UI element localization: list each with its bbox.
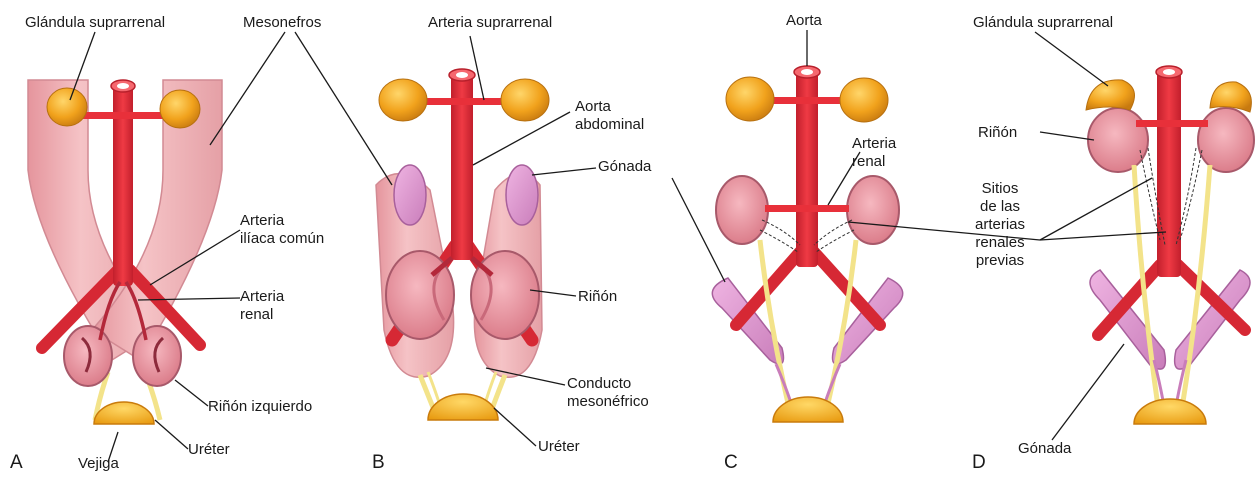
adrenal-right-b xyxy=(501,79,549,121)
label-gonad-b: Gónada xyxy=(598,158,651,175)
label-abdominal-aorta-line2: abdominal xyxy=(575,116,644,133)
panel-b-art xyxy=(376,69,549,420)
label-kidney-b: Riñón xyxy=(578,288,617,305)
kidney-left-a xyxy=(64,326,112,386)
panel-letter-d: D xyxy=(972,452,986,474)
label-aorta-c: Aorta xyxy=(786,12,822,29)
gonad-right-b xyxy=(506,165,538,225)
label-renal-artery-c-line2: renal xyxy=(852,153,885,170)
label-mesonephric-duct-line2: mesonéfrico xyxy=(567,393,649,410)
label-previous-sites-line5: previas xyxy=(960,252,1040,269)
label-adrenal-gland-a: Glándula suprarrenal xyxy=(25,14,165,31)
label-left-kidney: Riñón izquierdo xyxy=(208,398,312,415)
kidney-left-c xyxy=(716,176,768,244)
label-adrenal-gland-d: Glándula suprarrenal xyxy=(973,14,1113,31)
panel-d-art xyxy=(1086,66,1254,424)
panel-a-art xyxy=(28,80,222,424)
kidney-right-c xyxy=(847,176,899,244)
gonad-left-b xyxy=(394,165,426,225)
label-kidney-d: Riñón xyxy=(978,124,1017,141)
label-previous-sites-line4: renales xyxy=(960,234,1040,251)
adrenal-right-a xyxy=(160,90,200,128)
label-previous-sites-line2: de las xyxy=(960,198,1040,215)
adrenal-left-c xyxy=(726,77,774,121)
label-previous-sites-line1: Sitios xyxy=(960,180,1040,197)
adrenal-right-c xyxy=(840,78,888,122)
label-mesonephros: Mesonefros xyxy=(243,14,321,31)
kidney-right-d xyxy=(1198,108,1254,172)
panel-letter-a: A xyxy=(10,452,23,474)
gonad-left-d xyxy=(1090,270,1165,369)
bladder-a xyxy=(94,402,154,424)
kidney-right-a xyxy=(133,326,181,386)
kidney-left-d xyxy=(1088,108,1148,172)
label-adrenal-artery: Arteria suprarrenal xyxy=(428,14,552,31)
mesonephros-right xyxy=(92,80,222,360)
label-gonad-d: Gónada xyxy=(1018,440,1071,457)
adrenal-left-b xyxy=(379,79,427,121)
label-renal-artery-c-line1: Arteria xyxy=(852,135,896,152)
adrenal-left-a xyxy=(47,88,87,126)
label-renal-artery-a-line1: Arteria xyxy=(240,288,284,305)
label-iliac-artery-line1: Arteria xyxy=(240,212,284,229)
panel-letter-c: C xyxy=(724,452,738,474)
adrenal-left-d xyxy=(1086,80,1135,110)
label-ureter-b: Uréter xyxy=(538,438,580,455)
label-iliac-artery-line2: ilíaca común xyxy=(240,230,324,247)
label-ureter-a: Uréter xyxy=(188,441,230,458)
panel-letter-b: B xyxy=(372,452,385,474)
aorta-d xyxy=(1157,72,1181,277)
bladder-c xyxy=(773,397,843,422)
bladder-d xyxy=(1134,399,1206,424)
label-abdominal-aorta-line1: Aorta xyxy=(575,98,611,115)
label-renal-artery-a-line2: renal xyxy=(240,306,273,323)
adrenal-right-d xyxy=(1210,82,1251,112)
label-bladder: Vejiga xyxy=(78,455,119,472)
label-mesonephric-duct-line1: Conducto xyxy=(567,375,631,392)
label-previous-sites-line3: arterias xyxy=(960,216,1040,233)
panel-c-art xyxy=(712,66,902,422)
